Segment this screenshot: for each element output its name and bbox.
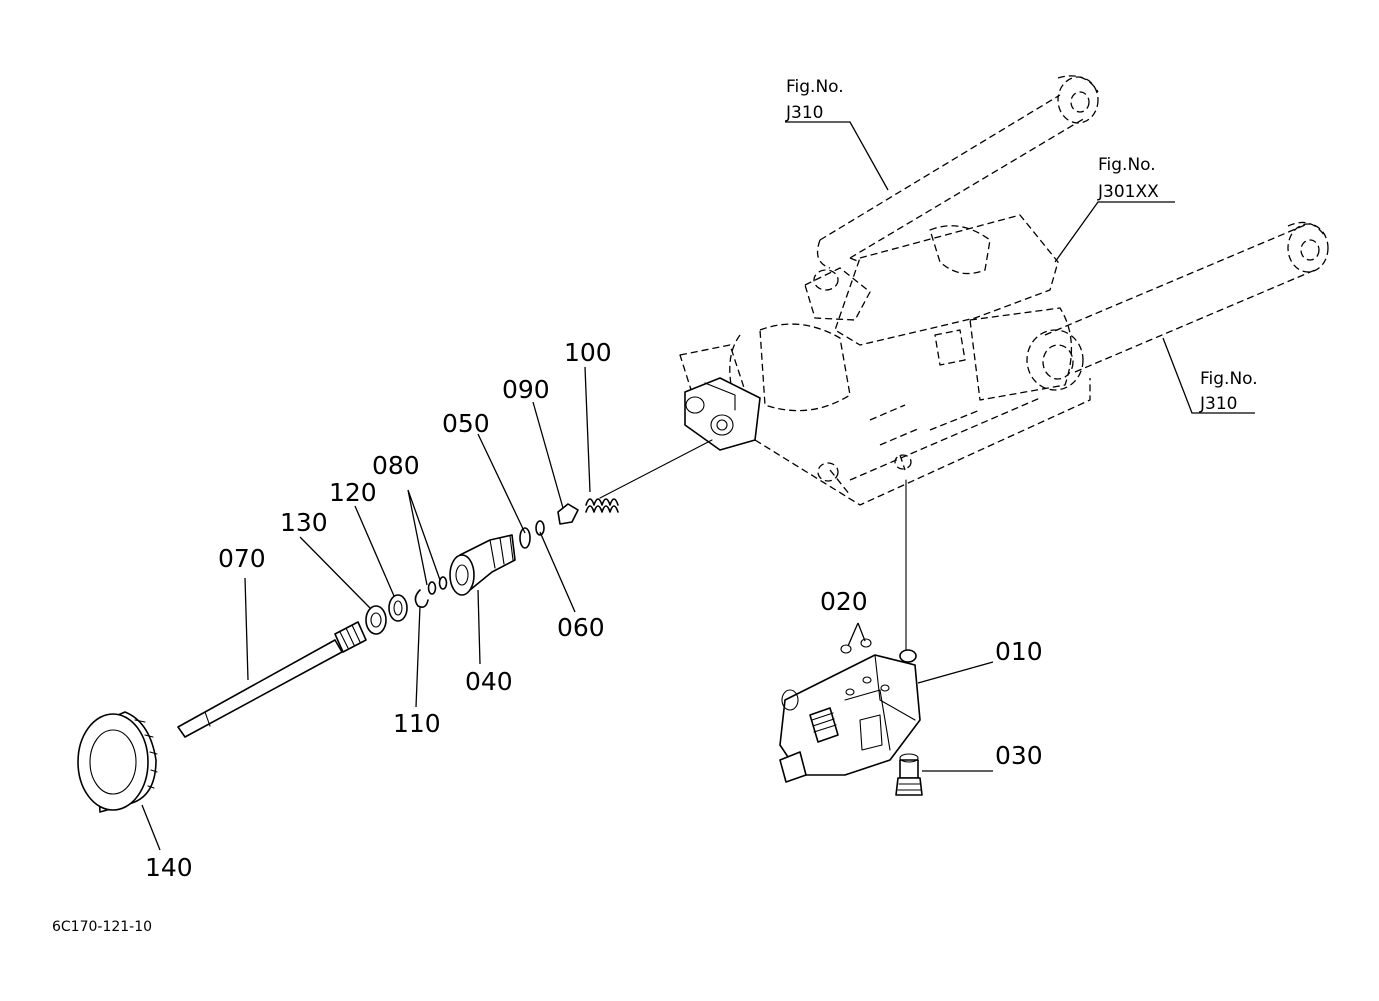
- fig-ref-j310-lower: Fig.No. J310: [1199, 369, 1258, 414]
- lower-lift-arm: [1044, 221, 1329, 373]
- snap-ring-110: [414, 589, 429, 608]
- control-valve-010: [779, 649, 921, 783]
- fig-ref-label: Fig.No.: [1098, 155, 1156, 175]
- fig-ref-j310-upper: Fig.No. J310: [785, 77, 844, 123]
- fig-ref-label: Fig.No.: [786, 77, 844, 97]
- fitting-030: [895, 753, 923, 796]
- shaft-070: [177, 621, 367, 738]
- part-label-140: 140: [145, 853, 193, 882]
- part-label-100: 100: [564, 338, 612, 367]
- part-label-130: 130: [280, 508, 328, 537]
- part-labels: 010 020 030 040 050 060 070 080 090 100 …: [145, 338, 1043, 882]
- upper-lift-arm: [816, 75, 1099, 269]
- lift-housing: [679, 214, 1091, 506]
- leader-lines: [141, 121, 1255, 851]
- part-label-120: 120: [329, 478, 377, 507]
- part-label-020: 020: [820, 587, 868, 616]
- drawing-code: 6C170-121-10: [52, 919, 152, 935]
- part-label-090: 090: [502, 375, 550, 404]
- part-label-080: 080: [372, 451, 420, 480]
- valve-seat-040: [449, 534, 516, 596]
- part-label-010: 010: [995, 637, 1043, 666]
- fig-ref-code: J310: [1199, 394, 1237, 414]
- rings-080: [427, 576, 448, 595]
- fig-ref-code: J301XX: [1097, 182, 1159, 202]
- spring-100: [585, 498, 619, 513]
- part-label-070: 070: [218, 544, 266, 573]
- part-label-050: 050: [442, 409, 490, 438]
- part-label-040: 040: [465, 667, 513, 696]
- poppet-090: [557, 503, 579, 525]
- spool-axis-line: [599, 439, 713, 499]
- housing-port-block: [684, 377, 761, 451]
- part-label-110: 110: [393, 709, 441, 738]
- fig-ref-j301xx: Fig.No. J301XX: [1097, 155, 1159, 202]
- o-rings-020: [840, 638, 872, 654]
- seal-rings-050-060: [519, 520, 545, 549]
- washer-120: [388, 594, 408, 622]
- cap-140: [77, 711, 158, 813]
- fig-ref-code: J310: [785, 103, 823, 123]
- washer-130: [365, 605, 387, 635]
- part-label-030: 030: [995, 741, 1043, 770]
- part-label-060: 060: [557, 613, 605, 642]
- fig-ref-label: Fig.No.: [1200, 369, 1258, 389]
